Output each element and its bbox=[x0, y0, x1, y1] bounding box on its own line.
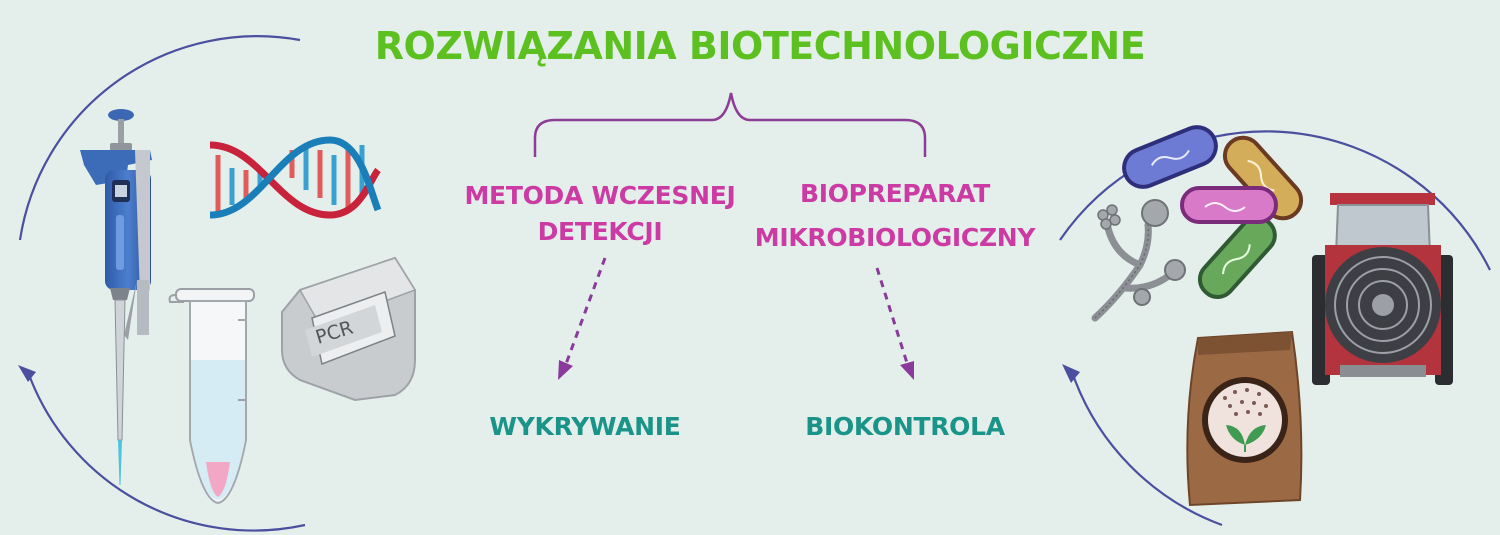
branch-right-line1: BIOPREPARAT bbox=[799, 179, 991, 208]
branch-left-line2: DETEKCJI bbox=[537, 217, 663, 246]
pipette-icon bbox=[80, 109, 152, 485]
branch-bracket bbox=[533, 92, 927, 157]
fungus-icon bbox=[1091, 199, 1186, 322]
left-cycle-arrowhead bbox=[18, 365, 36, 382]
left-cycle-arc bbox=[26, 371, 306, 532]
arrow-left bbox=[558, 257, 607, 380]
result-biocontrol: BIOKONTROLA bbox=[805, 412, 1005, 441]
tractor-sprayer-icon bbox=[1312, 193, 1453, 385]
diagram-title: ROZWIĄZANIA BIOTECHNOLOGICZNE bbox=[374, 24, 1146, 68]
dna-icon bbox=[209, 136, 382, 219]
branch-early-detection-method: METODA WCZESNEJ DETEKCJI bbox=[450, 178, 750, 250]
right-cycle-arc bbox=[1070, 371, 1223, 527]
right-cycle-arrowhead bbox=[1062, 364, 1080, 383]
right-cycle-arc-top bbox=[1059, 130, 1491, 271]
left-cycle bbox=[18, 35, 306, 532]
tube-icon bbox=[168, 288, 255, 505]
branch-left-line1: METODA WCZESNEJ bbox=[464, 181, 736, 210]
pcr-machine-icon: PCR bbox=[281, 256, 417, 402]
left-cycle-arc-top bbox=[18, 35, 301, 241]
bacteria-icon bbox=[1122, 125, 1304, 299]
arrow-right bbox=[875, 267, 914, 380]
right-cycle bbox=[1059, 130, 1491, 527]
result-detection: WYKRYWANIE bbox=[489, 412, 681, 441]
branch-microbial-biopreparation: BIOPREPARAT MIKROBIOLOGICZNY bbox=[745, 172, 1045, 260]
seed-bag-icon bbox=[1186, 330, 1303, 507]
branch-right-line2: MIKROBIOLOGICZNY bbox=[754, 223, 1036, 252]
